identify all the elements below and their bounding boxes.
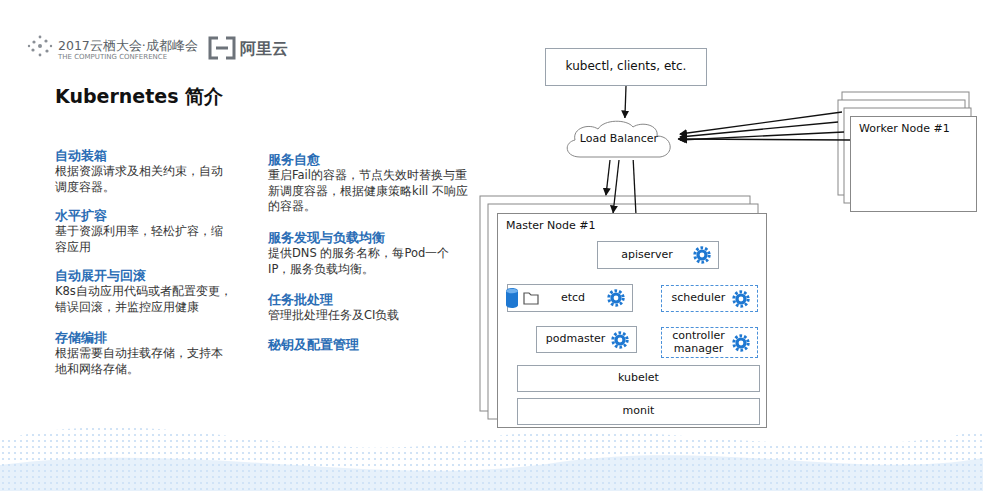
feature-heading: 自动装箱 — [55, 147, 225, 165]
gear-icon — [611, 331, 629, 349]
component-box: scheduler — [661, 285, 758, 312]
node-label: Worker Node #1 — [859, 123, 968, 136]
feature-heading: 服务自愈 — [268, 151, 458, 169]
component-box: controller manager — [661, 327, 758, 358]
component-box: podmaster — [536, 326, 637, 353]
node-label: apiserver — [621, 249, 673, 262]
node-label: etcd — [561, 292, 585, 305]
gear-icon — [732, 290, 750, 308]
node-label: monit — [623, 405, 655, 418]
conference-subtitle: THE COMPUTING CONFERENCE — [58, 53, 218, 62]
component-box: etcd — [507, 284, 633, 312]
node-label: Load Balancer — [580, 133, 658, 146]
node-label: kubelet — [618, 372, 659, 385]
client-box: kubectl, clients, etc. — [545, 48, 707, 86]
master-node: Master Node #1 apiserver etcd scheduler podm… — [497, 213, 767, 428]
component-box: monit — [517, 398, 760, 425]
feature-text: 重启Fail的容器，节点失效时替换与重新调度容器，根据健康策略kill 不响应的… — [268, 168, 468, 215]
feature-text: 根据资源请求及相关约束，自动调度容器。 — [55, 164, 227, 195]
feature-text: 根据需要自动挂载存储，支持本地和网络存储。 — [55, 346, 227, 377]
brand-name: 阿里云 — [240, 38, 300, 60]
conference-name: 2017云栖大会·成都峰会 — [58, 38, 208, 55]
component-box: apiserver — [597, 241, 719, 269]
worker-node: Worker Node #1 — [850, 116, 977, 212]
feature-text: K8s自动应用代码或者配置变更，错误回滚，并监控应用健康 — [55, 284, 235, 315]
feature-heading: 自动展开与回滚 — [55, 267, 225, 285]
feature-text: 提供DNS 的服务名称，每Pod一个IP，服务负载均衡。 — [268, 246, 458, 277]
load-balancer-cloud: Load Balancer — [560, 118, 678, 160]
feature-heading: 存储编排 — [55, 329, 225, 347]
feature-heading: 服务发现与负载均衡 — [268, 229, 458, 247]
feature-text: 管理批处理任务及CI负载 — [268, 308, 458, 324]
feature-heading: 水平扩容 — [55, 207, 225, 225]
node-label: Master Node #1 — [506, 220, 758, 233]
node-label: scheduler — [672, 292, 726, 305]
node-label: controller manager — [668, 330, 729, 355]
gear-icon — [732, 334, 750, 352]
database-icon — [504, 287, 548, 309]
node-label: kubectl, clients, etc. — [566, 60, 687, 74]
feature-heading: 任务批处理 — [268, 291, 458, 309]
gear-icon — [693, 246, 711, 264]
component-box: kubelet — [517, 365, 760, 392]
feature-text: 基于资源利用率，轻松扩容，缩容应用 — [55, 224, 227, 255]
node-label: podmaster — [546, 333, 606, 346]
connector — [625, 86, 626, 118]
connector — [613, 160, 619, 213]
feature-heading: 秘钥及配置管理 — [268, 336, 458, 354]
slide-title: Kubernetes 简介 — [55, 84, 223, 110]
gear-icon — [607, 289, 625, 307]
connector — [678, 139, 850, 140]
